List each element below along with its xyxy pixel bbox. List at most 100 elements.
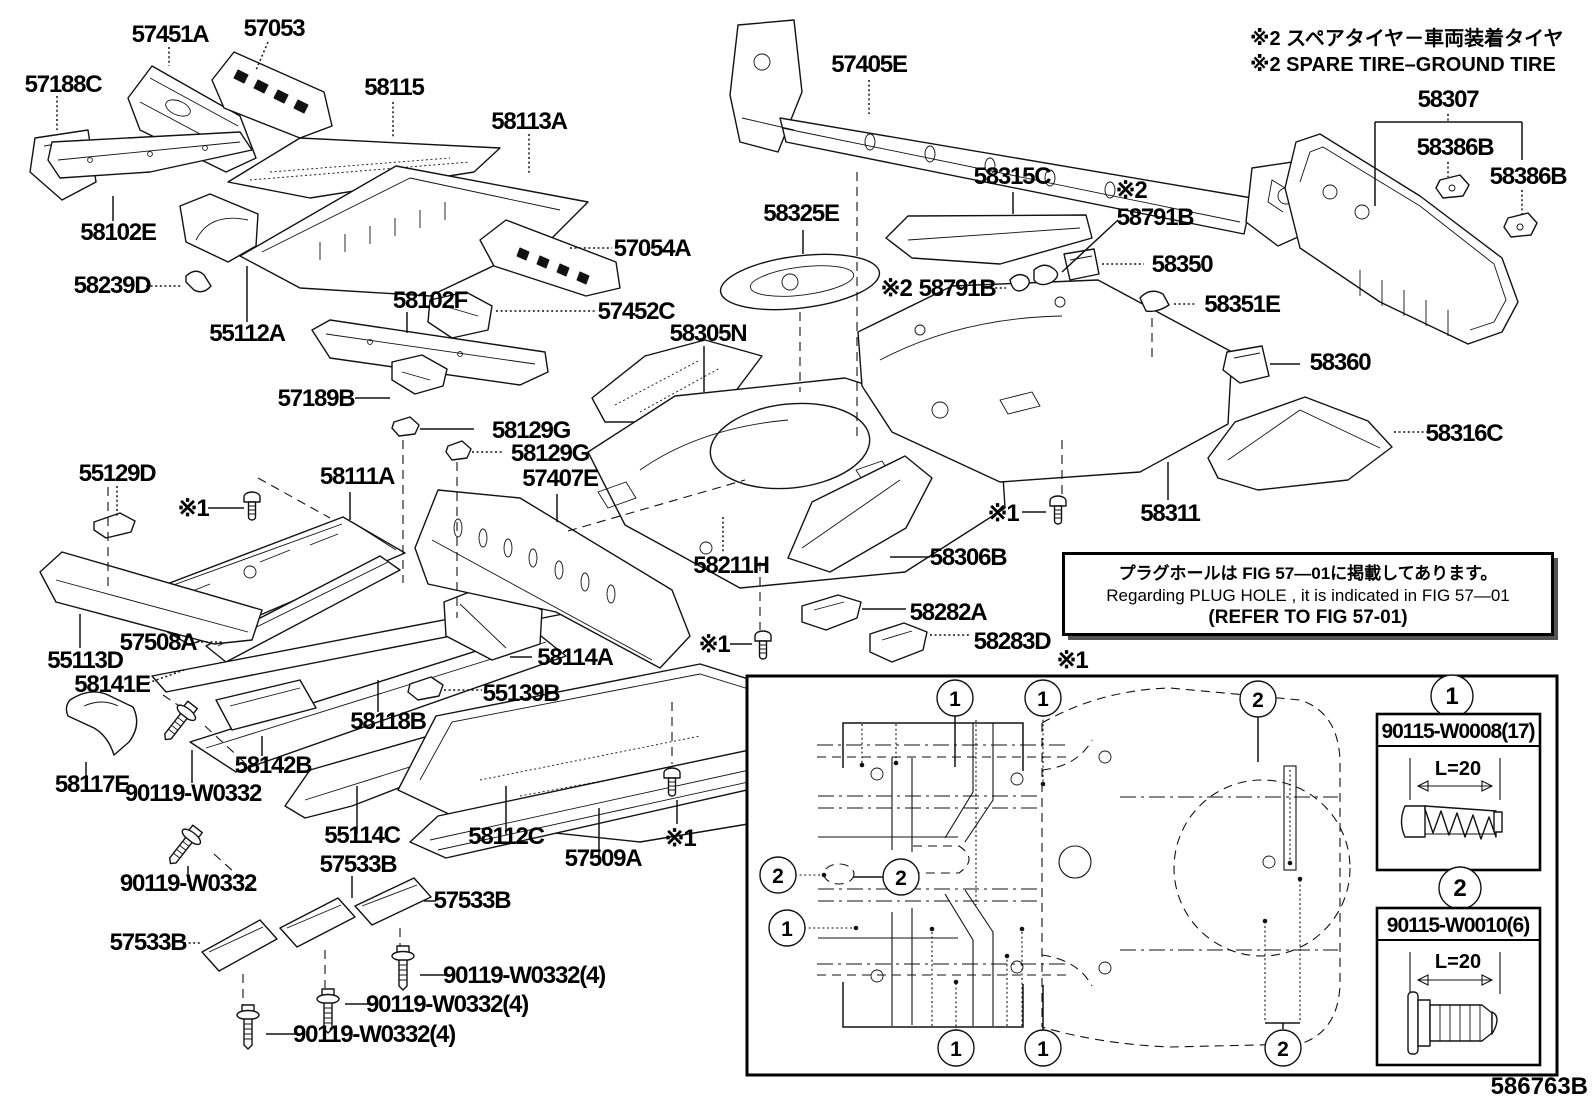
label-58102F: 58102F (393, 287, 468, 314)
label-58316C: 58316C (1426, 420, 1504, 447)
label-58117E: 58117E (55, 771, 130, 798)
label-55113D: 55113D (47, 647, 123, 674)
label-55112A: 55112A (209, 320, 285, 347)
label-58315C: 58315C (974, 163, 1052, 190)
label-90119-W0332: 90119-W0332 (120, 870, 257, 897)
part-58239D-shape (185, 270, 212, 293)
label-90119-W0332-4: 90119-W0332(4) (366, 991, 528, 1018)
part-58142B-shape (215, 679, 317, 731)
label-57509A: 57509A (565, 845, 643, 872)
ref2-mark: ※2 (1115, 177, 1147, 204)
bolt-icon (391, 945, 415, 991)
svg-text:2: 2 (772, 865, 784, 888)
label-90119-W0332: 90119-W0332 (125, 780, 262, 807)
part-57053-shape (211, 51, 333, 139)
circled-1-marker: 1 (1024, 1029, 1062, 1067)
circled-1-marker: 1 (1024, 679, 1062, 717)
ref2-mark: ※2 (881, 275, 913, 302)
label-58306B: 58306B (930, 544, 1008, 571)
part-58307-shape (1267, 133, 1519, 345)
part-55139B-shape (407, 676, 444, 701)
part-58351E-shape (1139, 290, 1170, 313)
bolt-icon (236, 1004, 260, 1050)
part-58129G-clip-a (391, 416, 420, 437)
ref1-mark: ※1 (1056, 647, 1088, 674)
screw-icon (1049, 495, 1067, 525)
label-57189B: 57189B (278, 385, 356, 412)
part-58115-shape (227, 137, 501, 199)
circled-1-marker: 1 (768, 909, 806, 947)
spare-tire-note-en: ※2 SPARE TIRE–GROUND TIRE (1250, 54, 1556, 76)
bolt-icon (161, 821, 207, 872)
screw-icon (754, 630, 772, 660)
part-55112A-shape (179, 193, 259, 263)
part-58325E-shape (719, 253, 881, 311)
part-57533B-strip-right (354, 877, 432, 926)
label-57508A: 57508A (120, 629, 198, 656)
label-57405E: 57405E (831, 51, 908, 78)
plug-note-jp: プラグホールは FIG 57—01に掲載してあります。 (1118, 564, 1498, 583)
legend-item-1: 1 90115-W0008(17) L=20 (1375, 674, 1542, 872)
label-58118B: 58118B (350, 708, 426, 735)
svg-text:2: 2 (1277, 1038, 1289, 1061)
fastener-legend: 1 90115-W0008(17) L=20 2 90115-W0010(6) … (1375, 674, 1542, 1067)
label-58239D: 58239D (74, 272, 152, 299)
part-58102F-shape (311, 319, 549, 386)
plug-note-en: Regarding PLUG HOLE , it is indicated in… (1106, 586, 1510, 605)
part-58360-shape (1222, 345, 1270, 384)
label-58386B: 58386B (1490, 163, 1568, 190)
label-58129G: 58129G (511, 440, 590, 467)
spare-tire-note: ※2 スペアタイヤ－車両装着タイヤ ※2 SPARE TIRE–GROUND T… (1250, 26, 1580, 78)
label-58305N: 58305N (670, 320, 747, 347)
screw-icon (243, 491, 261, 521)
figure-code: 586763B (1491, 1073, 1588, 1099)
ref1-mark: ※1 (698, 631, 730, 658)
label-58129G: 58129G (492, 417, 571, 444)
part-58306B-shape (787, 455, 933, 573)
label-58351E: 58351E (1204, 291, 1281, 318)
circled-2-marker: 2 (759, 856, 797, 894)
part-labels: 57451A 57053 57188C 58115 58113A 58102E … (25, 15, 1569, 1048)
label-55129D: 55129D (79, 460, 157, 487)
svg-text:1: 1 (1037, 688, 1049, 711)
part-58117E-shape (65, 691, 138, 756)
label-58211H: 58211H (693, 552, 769, 579)
label-57407E: 57407E (522, 465, 599, 492)
part-57189B-shape (391, 354, 448, 395)
part-58316C-shape (1207, 396, 1393, 491)
legend-code-1: 90115-W0008(17) (1381, 720, 1534, 743)
label-57533B: 57533B (320, 851, 398, 878)
part-58791B-clip-top (1033, 264, 1059, 286)
label-58311: 58311 (1140, 500, 1200, 527)
bolt-icon (156, 697, 202, 748)
label-58112C: 58112C (468, 823, 544, 850)
label-58386B: 58386B (1417, 134, 1495, 161)
part-58305N-shape (591, 339, 763, 423)
label-58283D: 58283D (974, 628, 1052, 655)
underbody-inset: 1 1 2 2 2 1 1 1 2 1 90115-W0008(17) L=20 (745, 674, 1559, 1077)
part-55113D-shape (39, 551, 263, 645)
part-58102E-shape (47, 131, 253, 179)
circled-1-marker: 1 (937, 1029, 975, 1067)
label-58350: 58350 (1152, 251, 1214, 278)
legend-length-1: L=20 (1435, 758, 1481, 780)
label-58791B: 58791B (1117, 204, 1195, 231)
label-57188C: 57188C (25, 71, 103, 98)
label-58111A: 58111A (320, 463, 395, 490)
label-57054A: 57054A (614, 235, 692, 262)
part-55129D-shape (93, 512, 136, 539)
label-57452C: 57452C (598, 298, 676, 325)
svg-text:1: 1 (1037, 1038, 1049, 1061)
label-58142B: 58142B (235, 752, 313, 779)
part-58315C-shape (885, 214, 1093, 265)
legend-item-2: 2 90115-W0010(6) L=20 (1375, 866, 1542, 1067)
label-58325E: 58325E (763, 200, 840, 227)
label-58360: 58360 (1310, 349, 1372, 376)
circled-2-marker: 2 (1264, 1029, 1302, 1067)
part-58386B-clamp-a (1435, 174, 1470, 199)
label-55139B: 55139B (483, 680, 561, 707)
part-57452C-shape (427, 291, 493, 339)
